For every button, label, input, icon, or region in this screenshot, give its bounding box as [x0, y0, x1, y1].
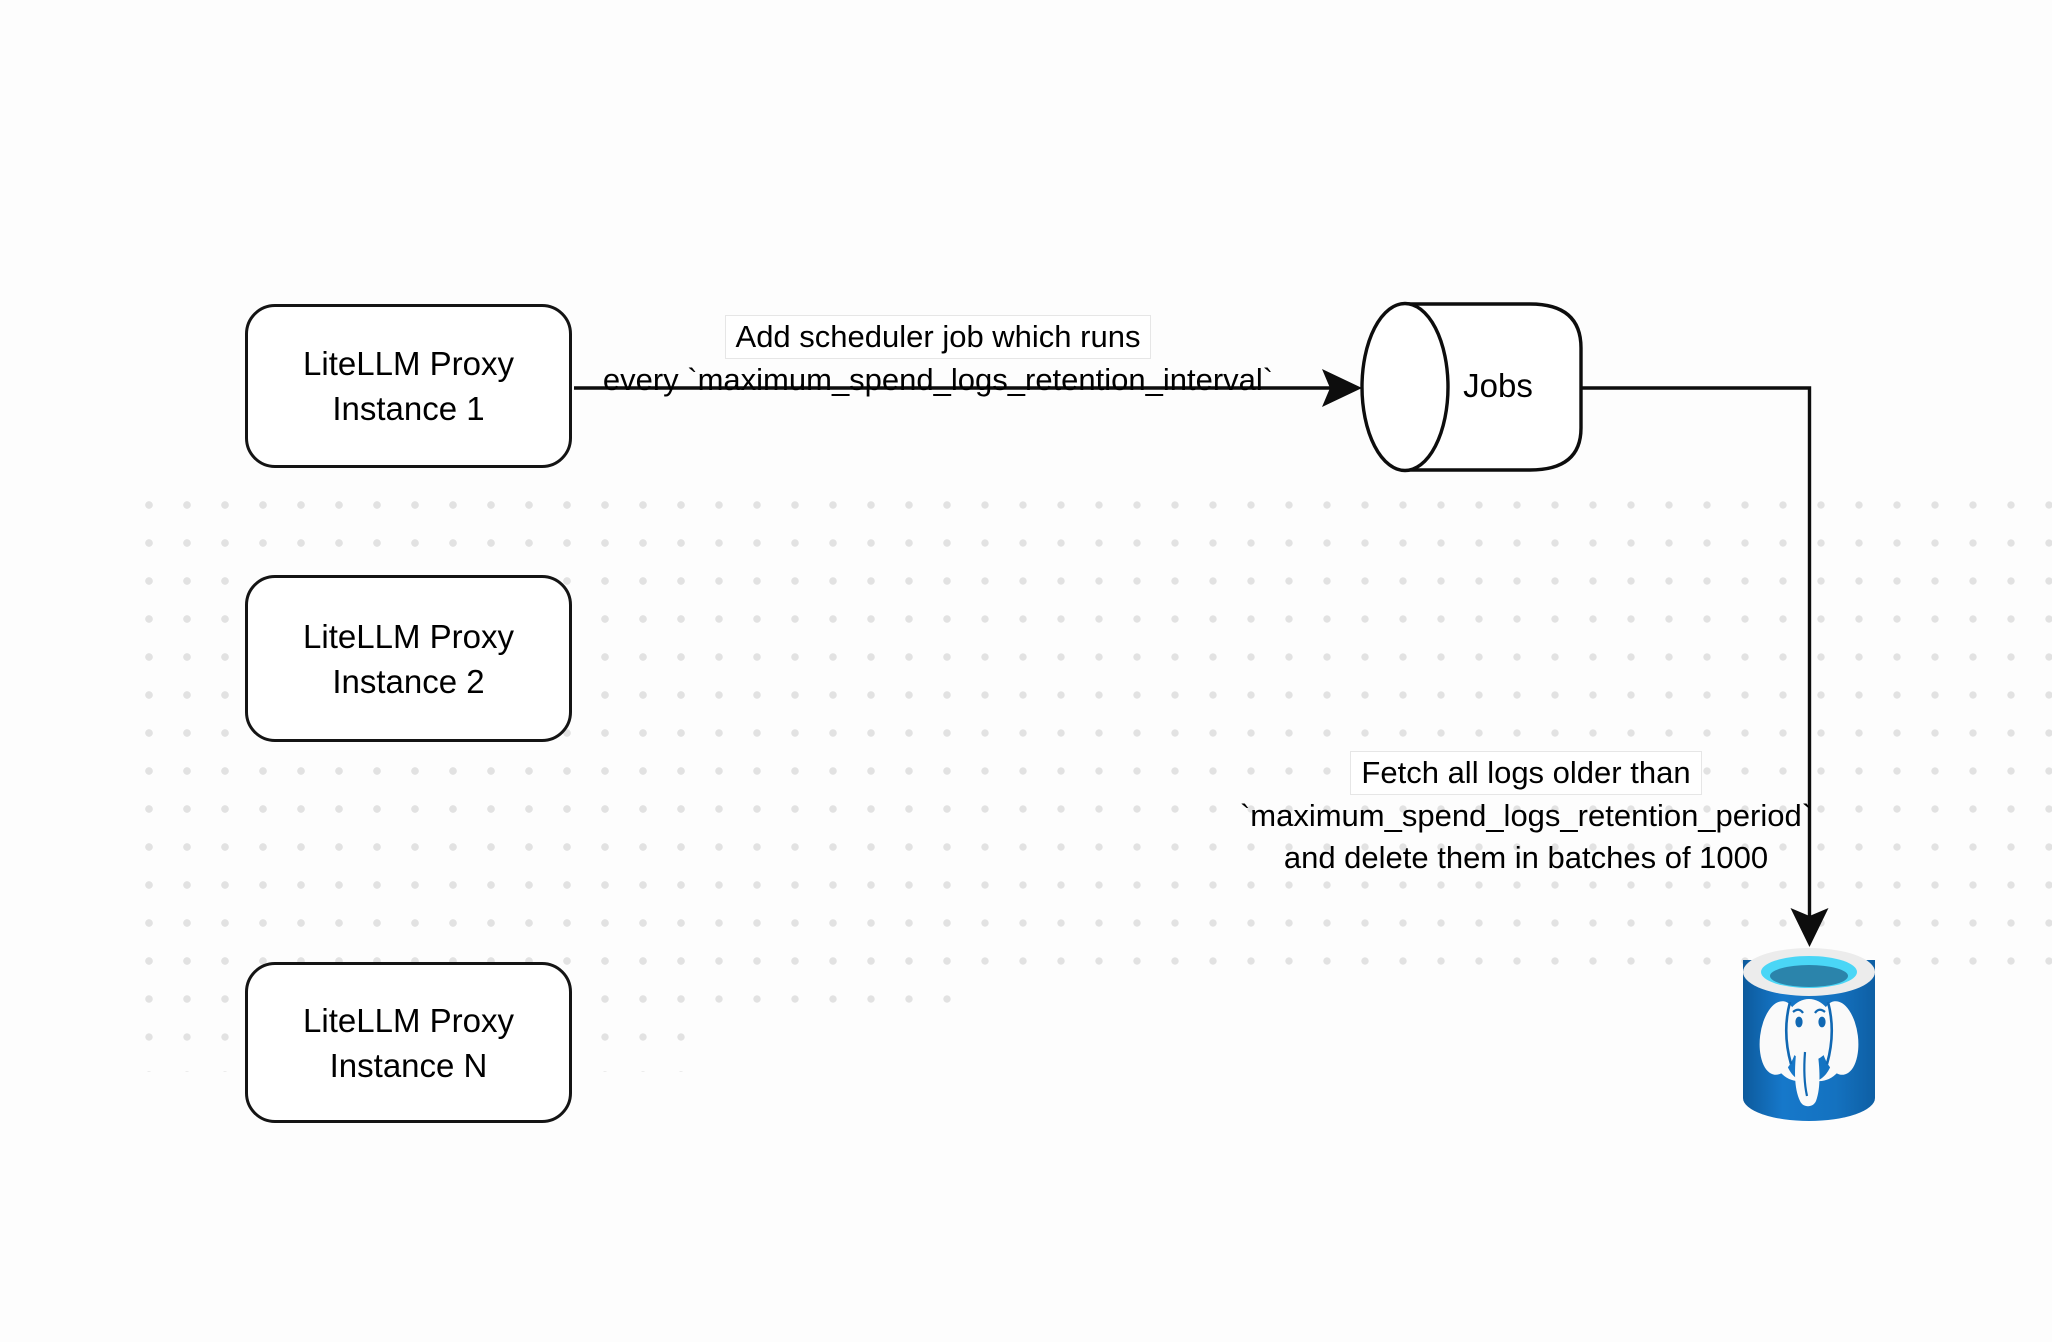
- node-label-line: LiteLLM Proxy: [303, 345, 514, 382]
- node-litellm-proxy-instance-1: LiteLLM Proxy Instance 1: [245, 304, 572, 468]
- postgresql-database-icon: [1743, 948, 1875, 1121]
- node-litellm-proxy-instance-n: LiteLLM Proxy Instance N: [245, 962, 572, 1123]
- edge-label-fetch-logs: Fetch all logs older than `maximum_spend…: [1200, 751, 1852, 879]
- node-label-line: LiteLLM Proxy: [303, 617, 514, 655]
- edge-label-add-scheduler: Add scheduler job which runs every `maxi…: [600, 315, 1276, 401]
- node-label-line: Instance 2: [332, 662, 485, 700]
- arrow-jobs-to-postgres: [1581, 386, 1829, 947]
- node-label-line: Instance 1: [332, 390, 485, 427]
- jobs-node-label: Jobs: [1463, 367, 1533, 404]
- node-litellm-proxy-instance-2: LiteLLM Proxy Instance 2: [245, 575, 572, 742]
- edge-label-line: Add scheduler job which runs: [724, 315, 1152, 359]
- jobs-queue-cylinder: [1360, 301, 1583, 473]
- edge-label-line: Fetch all logs older than: [1350, 751, 1702, 795]
- edge-label-line: every `maximum_spend_logs_retention_inte…: [602, 362, 1274, 397]
- edge-label-line: `maximum_spend_logs_retention_period`: [1239, 798, 1813, 833]
- arrow-proxy1-to-jobs: [574, 369, 1362, 407]
- postgres-elephant: [1759, 999, 1859, 1107]
- node-label-line: Instance N: [329, 1046, 488, 1084]
- edge-label-line: and delete them in batches of 1000: [1283, 840, 1769, 875]
- node-label-line: LiteLLM Proxy: [303, 1001, 514, 1039]
